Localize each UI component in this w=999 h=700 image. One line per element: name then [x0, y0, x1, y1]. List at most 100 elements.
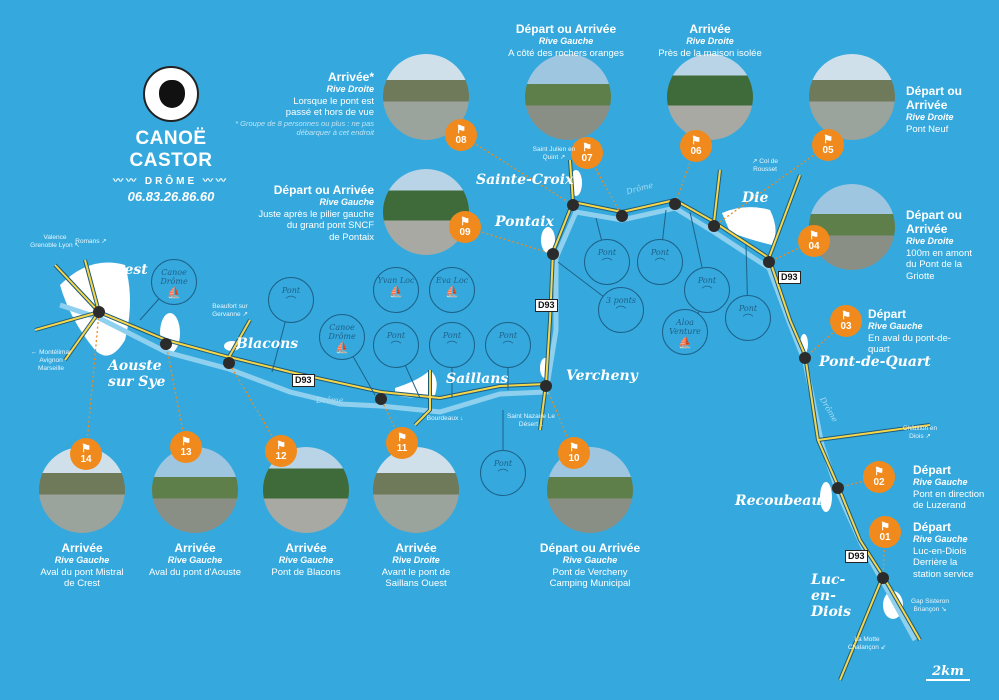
poi-canoe[interactable]: Eva Loc⛵: [429, 267, 475, 313]
beaver-canoe-logo-icon: [143, 66, 199, 122]
stop-badge-03[interactable]: ⚑03: [830, 305, 862, 337]
stop-marker-12[interactable]: [223, 357, 235, 369]
stop-marker-14[interactable]: [93, 306, 105, 318]
stop-badge-12[interactable]: ⚑12: [265, 435, 297, 467]
stop-badge-06[interactable]: ⚑06: [680, 130, 712, 162]
bridge-icon: ⌒: [701, 285, 713, 298]
stop-number: 09: [459, 227, 471, 238]
stop-photo-13: [152, 447, 238, 533]
stop-bank: Rive Gauche: [278, 555, 334, 565]
direction-sign: Châtillon en Diois ↗: [902, 425, 938, 440]
poi-bridge[interactable]: Pont⌒: [584, 239, 630, 285]
leader-line-07: [586, 152, 623, 217]
stop-description: Avant le pont de: [381, 566, 451, 578]
poi-label: Pont: [738, 304, 758, 313]
stop-badge-01[interactable]: ⚑01: [869, 516, 901, 548]
poi-bridge[interactable]: 3 ponts⌒: [598, 287, 644, 333]
stop-marker-07[interactable]: [616, 210, 628, 222]
stop-description: Juste après le pilier gauche: [258, 208, 374, 220]
stop-bank: Rive Droite: [392, 555, 440, 565]
brand-logo: CANOË CASTOR 〰〰 DRÔME 〰〰 06.83.26.86.60: [96, 66, 246, 204]
stop-marker-05[interactable]: [708, 220, 720, 232]
stop-marker-08[interactable]: [567, 199, 579, 211]
stop-badge-07[interactable]: ⚑07: [571, 137, 603, 169]
stop-marker-10[interactable]: [540, 380, 552, 392]
stop-description: Aval du pont Mistral: [40, 566, 124, 578]
flag-icon: ⚑: [809, 230, 819, 242]
stop-badge-08[interactable]: ⚑08: [445, 119, 477, 151]
stop-title: Arrivée: [174, 541, 216, 555]
stop-description: Aval du pont d'Aouste: [149, 566, 241, 578]
poi-bridge[interactable]: Pont⌒: [725, 295, 771, 341]
leader-line-14: [85, 311, 100, 455]
poi-bridge[interactable]: Pont⌒: [268, 277, 314, 323]
poi-canoe[interactable]: Yvan Loc⛵: [373, 267, 419, 313]
brand-phone[interactable]: 06.83.26.86.60: [127, 189, 215, 204]
poi-label: Aloa Venture: [669, 318, 701, 336]
direction-sign: Bourdeaux ↓: [426, 415, 464, 422]
stop-marker-06[interactable]: [669, 198, 681, 210]
stop-description: Pont de Blacons: [271, 566, 341, 578]
stop-photo-09: [383, 169, 469, 255]
bridge-icon: ⌒: [615, 305, 627, 318]
direction-sign: Saint Julien en Quint ↗: [532, 146, 576, 161]
stop-photo-07: [525, 54, 611, 140]
stop-photo-11: [373, 447, 459, 533]
leader-line-05: [713, 144, 829, 227]
stop-title: Départ: [868, 307, 907, 321]
poi-canoe[interactable]: Canoe Drôme⛵: [319, 314, 365, 360]
brand-name: CANOË CASTOR: [129, 128, 213, 171]
poi-bridge[interactable]: Pont⌒: [480, 450, 526, 496]
town-label: Die: [742, 190, 769, 206]
poi-canoe[interactable]: Aloa Venture⛵: [662, 309, 708, 355]
stop-badge-05[interactable]: ⚑05: [812, 129, 844, 161]
stop-number: 14: [80, 454, 92, 465]
stop-badge-11[interactable]: ⚑11: [386, 427, 418, 459]
stop-marker-09[interactable]: [547, 248, 559, 260]
stop-marker-11[interactable]: [375, 393, 387, 405]
direction-sign: Romans ↗: [75, 238, 107, 245]
poi-canoe[interactable]: Canoe Drôme⛵: [151, 259, 197, 305]
stop-badge-04[interactable]: ⚑04: [798, 225, 830, 257]
road-sign-d93: D93: [535, 299, 558, 312]
stop-title: Départ ou Arrivée: [515, 22, 617, 36]
stop-badge-02[interactable]: ⚑02: [863, 461, 895, 493]
stop-badge-09[interactable]: ⚑09: [449, 211, 481, 243]
stop-description: Griotte: [906, 270, 935, 282]
town-label: Pont-de-Quart: [819, 354, 931, 370]
stop-title: Départ: [913, 463, 952, 477]
poi-bridge[interactable]: Pont⌒: [429, 322, 475, 368]
poi-label: Pont: [597, 248, 617, 257]
stop-marker-02[interactable]: [832, 482, 844, 494]
poi-label: Canoe Drôme: [328, 323, 356, 341]
stop-badge-14[interactable]: ⚑14: [70, 438, 102, 470]
stop-badge-10[interactable]: ⚑10: [558, 437, 590, 469]
stop-description: Lorsque le pont est: [293, 95, 374, 107]
poi-bridge[interactable]: Pont⌒: [373, 322, 419, 368]
flag-icon: ⚑: [460, 216, 470, 228]
flag-icon: ⚑: [181, 436, 191, 448]
stop-marker-01[interactable]: [877, 572, 889, 584]
direction-sign: Valence Grenoble Lyon ↖: [30, 234, 80, 249]
stop-marker-13[interactable]: [160, 338, 172, 350]
stop-number: 11: [396, 443, 408, 454]
canoe-icon: ⛵: [389, 285, 403, 298]
stop-marker-04[interactable]: [763, 256, 775, 268]
stop-number: 01: [879, 532, 891, 543]
flag-icon: ⚑: [569, 442, 579, 454]
bridge-icon: ⌒: [742, 313, 754, 326]
stop-title: Départ ou Arrivée: [906, 208, 963, 236]
poi-label: Canoe Drôme: [160, 268, 188, 286]
poi-bridge[interactable]: Pont⌒: [684, 267, 730, 313]
poi-bridge[interactable]: Pont⌒: [637, 239, 683, 285]
stop-badge-13[interactable]: ⚑13: [170, 431, 202, 463]
stop-photo-06: [667, 54, 753, 140]
stop-marker-03[interactable]: [799, 352, 811, 364]
poi-bridge[interactable]: Pont⌒: [485, 322, 531, 368]
town-label: Vercheny: [566, 368, 638, 384]
